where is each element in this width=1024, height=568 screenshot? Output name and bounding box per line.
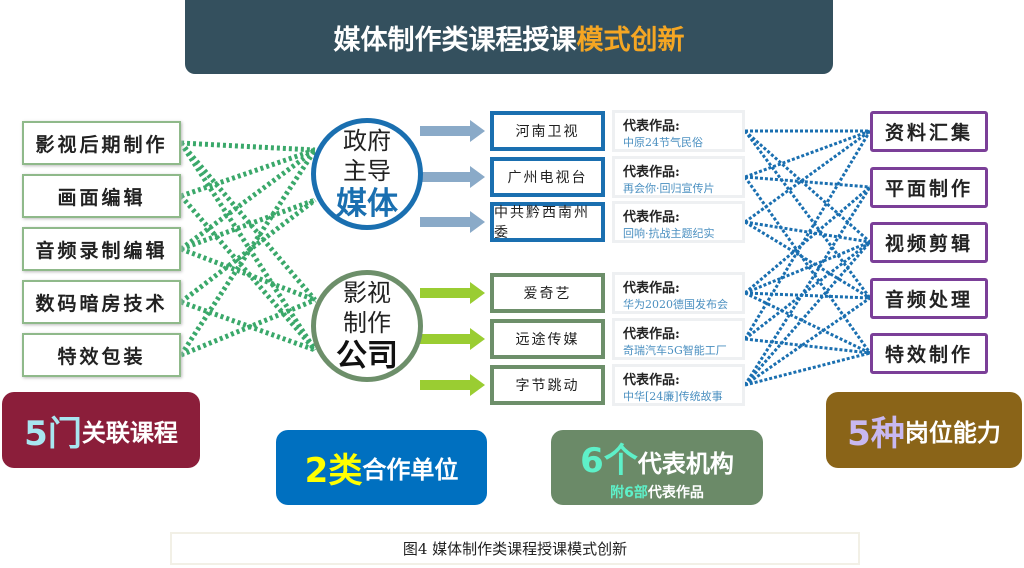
stat-sub-number: 附6部 — [610, 485, 648, 501]
stat-number: 2类 — [304, 451, 363, 491]
skill-box: 视频剪辑 — [870, 222, 988, 263]
course-connector — [178, 148, 318, 357]
skill-connector — [744, 175, 871, 189]
skill-connector — [743, 186, 872, 386]
work-box: 代表作品: 中原24节气民俗 — [612, 110, 745, 152]
arrow-icon — [420, 211, 485, 233]
partner-circle-company: 影视 制作 公司 — [311, 270, 423, 382]
org-box: 广州电视台 — [490, 157, 605, 197]
work-title: 奇瑞汽车5G智能工厂 — [623, 344, 727, 357]
course-box: 影视后期制作 — [22, 121, 181, 165]
skill-connector — [744, 129, 871, 179]
skill-box: 平面制作 — [870, 167, 988, 208]
course-connector — [179, 147, 317, 252]
stat-partners: 2类合作单位 — [276, 430, 487, 505]
work-label: 代表作品: — [623, 373, 680, 388]
stat-number: 5门 — [24, 413, 82, 454]
course-connector — [180, 140, 316, 153]
work-title: 华为2020德国发布会 — [623, 298, 728, 311]
work-box: 代表作品: 中华[24廉]传统故事 — [612, 364, 745, 406]
page-title: 媒体制作类课程授课模式创新 — [185, 0, 833, 74]
work-label: 代表作品: — [623, 165, 680, 180]
figure-caption: 图4 媒体制作类课程授课模式创新 — [170, 532, 860, 565]
work-box: 代表作品: 再会你·回归宣传片 — [612, 156, 745, 198]
org-box: 字节跳动 — [490, 365, 605, 405]
course-connector — [180, 197, 316, 252]
arrow-icon — [420, 120, 485, 142]
skill-box: 资料汇集 — [870, 111, 988, 152]
arrow-icon — [420, 166, 485, 188]
org-box: 爱奇艺 — [490, 273, 605, 313]
arrow-icon — [420, 328, 485, 350]
course-connector — [179, 194, 317, 352]
course-connector — [180, 297, 316, 358]
org-box: 中共黔西南州委 — [490, 202, 605, 242]
title-highlight: 模式创新 — [576, 24, 685, 56]
stat-courses: 5门关联课程 — [2, 392, 200, 468]
skill-connector — [744, 240, 871, 295]
circle-line: 政府 — [343, 127, 391, 155]
work-box: 代表作品: 回响·抗战主题纪实 — [612, 201, 745, 243]
skill-connector — [744, 291, 871, 300]
partner-circle-government: 政府 主导 媒体 — [311, 118, 423, 230]
work-label: 代表作品: — [623, 327, 680, 342]
work-title: 中原24节气民俗 — [623, 136, 703, 149]
skill-connector — [744, 129, 871, 244]
course-connector — [178, 141, 318, 352]
skill-connector — [744, 337, 871, 355]
arrow-icon — [420, 374, 485, 396]
title-main: 媒体制作类课程授课 — [333, 24, 577, 56]
arrow-icon — [420, 282, 485, 304]
org-box: 河南卫视 — [490, 111, 605, 151]
circle-line: 制作 — [343, 309, 391, 337]
skill-connector — [744, 129, 871, 224]
circle-line: 影视 — [343, 279, 391, 307]
stat-number: 6个 — [580, 441, 638, 481]
stat-number: 5种 — [847, 413, 905, 454]
work-title: 再会你·回归宣传片 — [623, 182, 715, 195]
course-box: 画面编辑 — [22, 174, 181, 218]
skill-connector — [744, 291, 871, 355]
skill-connector — [743, 130, 872, 340]
stat-text: 代表机构 — [637, 450, 734, 478]
skill-box: 音频处理 — [870, 278, 988, 319]
work-label: 代表作品: — [623, 281, 680, 296]
course-connector — [179, 141, 317, 302]
circle-line: 主导 — [343, 157, 391, 185]
work-title: 中华[24廉]传统故事 — [623, 390, 723, 403]
work-label: 代表作品: — [623, 210, 680, 225]
work-box: 代表作品: 奇瑞汽车5G智能工厂 — [612, 318, 745, 360]
work-label: 代表作品: — [623, 119, 680, 134]
stat-text: 关联课程 — [81, 418, 178, 447]
stat-text: 合作单位 — [362, 456, 459, 484]
skill-connector — [744, 185, 871, 295]
stat-skills: 5种岗位能力 — [826, 392, 1022, 468]
org-box: 远途传媒 — [490, 319, 605, 359]
circle-big: 媒体 — [336, 186, 398, 222]
stat-sub-text: 代表作品 — [647, 485, 704, 501]
skill-box: 特效制作 — [870, 333, 988, 374]
stat-orgs: 6个代表机构附6部代表作品 — [551, 430, 763, 505]
skill-connector — [744, 296, 871, 387]
skill-connector — [744, 240, 871, 341]
skill-connector — [744, 220, 871, 300]
course-box: 音频录制编辑 — [22, 227, 181, 271]
work-box: 代表作品: 华为2020德国发布会 — [612, 272, 745, 314]
course-box: 特效包装 — [22, 333, 181, 377]
skill-connector — [744, 220, 871, 244]
skill-connector — [744, 351, 871, 387]
skill-connector — [743, 241, 872, 386]
course-box: 数码暗房技术 — [22, 280, 181, 324]
stat-text: 岗位能力 — [904, 418, 1001, 447]
work-title: 回响·抗战主题纪实 — [623, 227, 715, 240]
circle-big: 公司 — [336, 338, 398, 374]
